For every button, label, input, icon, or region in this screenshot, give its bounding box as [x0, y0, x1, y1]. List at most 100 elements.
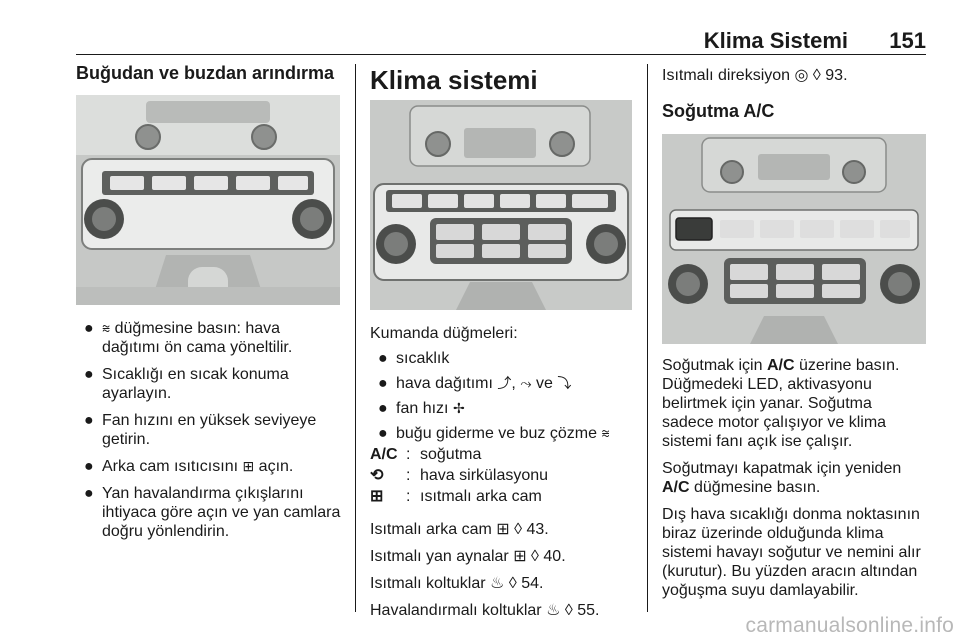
ac-key: A/C [662, 479, 690, 496]
paragraph: Soğutmayı kapatmak için yeniden A/C düğm… [662, 459, 926, 497]
list-item: ● ⩬ düğmesine basın: hava dağıtımı ön ca… [76, 319, 342, 357]
section-heading-cooling: Soğutma A/C [662, 101, 775, 121]
legend-value: hava sirkülasyonu [420, 467, 549, 484]
text: Soğutmayı kapatmak için yeniden [662, 460, 902, 477]
legend-separator: : [406, 467, 411, 484]
ref-text: Isıtmalı direksiyon [662, 67, 791, 84]
page-ref-arrow-icon: ◊ [508, 575, 517, 592]
list-item: ● Fan hızını en yüksek seviyeye getirin. [76, 411, 342, 449]
ref-text: Isıtmalı koltuklar [370, 575, 486, 592]
defrost-steps: ● ⩬ düğmesine basın: hava dağıtımı ön ca… [76, 319, 342, 541]
controls-label: Kumanda düğmeleri: [370, 325, 518, 342]
list-item: ● Sıcaklığı en sıcak konuma ayarlayın. [76, 365, 342, 403]
controls-legend: A/C : soğutma ⟲ : hava sirkülasyonu ⊞ : … [370, 445, 632, 506]
page-ref-arrow-icon: ◊ [531, 548, 539, 565]
legend-separator: : [406, 446, 411, 463]
cross-reference[interactable]: Isıtmalı arka cam ⊞ ◊ 43. [370, 520, 632, 539]
column-divider-1 [355, 64, 356, 612]
bullet-dot: ● [378, 350, 388, 367]
windshield-defrost-icon: ⩬ [102, 320, 111, 336]
bullet-dot: ● [84, 412, 94, 429]
rear-window-heat-icon: ⊞ [496, 521, 510, 538]
windshield-defrost-icon: ⩬ [601, 425, 610, 441]
legend-separator: : [406, 488, 411, 505]
mirror-heat-icon: ⊞ [513, 548, 527, 565]
bullet-dot: ● [378, 375, 388, 392]
paragraph: Dış hava sıcaklığı donma noktasının bira… [662, 506, 921, 599]
air-to-feet-icon: ⤵ [557, 375, 572, 391]
steering-heat-icon: ◎ [794, 67, 809, 84]
page-header: Klima Sistemi 151 [76, 26, 926, 56]
photo-ac-button [662, 134, 926, 344]
ref-text: Isıtmalı yan aynalar [370, 548, 509, 565]
bullet-text: Fan hızını en yüksek seviyeye getirin. [102, 412, 317, 448]
column-defrost: Buğudan ve buzdan arındırma [76, 64, 342, 541]
header-rule [76, 54, 926, 55]
bullet-separator: ve [535, 375, 553, 392]
ref-text: Havalandırmalı koltuklar [370, 602, 542, 619]
bullet-text: hava dağıtımı [396, 375, 493, 392]
photo-defrost-controls [76, 95, 340, 305]
column-climate-system: Klima sistemi [370, 64, 632, 620]
rear-window-heat-icon: ⊞ [370, 488, 384, 505]
legend-key-ac: A/C [370, 446, 398, 463]
list-item: ● sıcaklık [370, 349, 632, 368]
bullet-text: sıcaklık [396, 350, 450, 367]
page-number: 151 [889, 28, 926, 53]
bullet-text: buğu giderme ve buz çözme [396, 425, 597, 442]
bullet-dot: ● [84, 366, 94, 383]
bullet-dot: ● [84, 320, 94, 337]
air-to-face-icon: ⤳ [520, 375, 532, 391]
section-heading-defrost: Buğudan ve buzdan arındırma [76, 63, 335, 83]
ref-page: 54. [521, 575, 544, 592]
air-to-windshield-icon: ⤴ [497, 375, 512, 391]
bullet-dot: ● [84, 485, 94, 502]
list-item: ● buğu giderme ve buz çözme ⩬ [370, 424, 632, 443]
section-heading-climate: Klima sistemi [370, 65, 538, 95]
bullet-text: Arka cam ısıtıcısını [102, 458, 243, 475]
bullet-text: Yan havalandırma çıkışlarını ihtiyaca gö… [102, 485, 341, 540]
bullet-text: açın. [254, 458, 294, 475]
page-ref-arrow-icon: ◊ [812, 67, 821, 84]
rear-window-heat-icon: ⊞ [242, 458, 255, 474]
seat-ventilation-icon: ♨ [546, 602, 561, 619]
text: Soğutmak için [662, 357, 767, 374]
ref-page: 40. [543, 548, 566, 565]
bullet-dot: ● [378, 400, 388, 417]
fan-icon: ✢ [452, 400, 465, 416]
cross-references: Isıtmalı arka cam ⊞ ◊ 43. Isıtmalı yan a… [370, 520, 632, 620]
bullet-text: fan hızı [396, 400, 449, 417]
paragraph: Soğutmak için A/C üzerine basın. Düğmede… [662, 356, 926, 451]
controls-list: ● sıcaklık ● hava dağıtımı ⤴, ⤳ ve ⤵ ● f… [370, 349, 632, 443]
ref-text: Isıtmalı arka cam [370, 521, 492, 538]
text: düğmesine basın. [689, 479, 821, 496]
seat-heat-icon: ♨ [490, 575, 505, 592]
column-cooling: Isıtmalı direksiyon ◎ ◊ 93. Soğutma A/C [662, 64, 926, 600]
cross-reference[interactable]: Isıtmalı direksiyon ◎ ◊ 93. [662, 66, 926, 85]
list-item: ● Arka cam ısıtıcısını ⊞ açın. [76, 457, 342, 476]
photo-climate-controls [370, 100, 632, 310]
ac-key: A/C [766, 357, 795, 374]
bullet-text: düğmesine basın: hava dağıtımı ön cama y… [102, 320, 293, 356]
bullet-dot: ● [378, 425, 388, 442]
watermark: carmanualsonline.info [745, 614, 954, 637]
list-item: ● fan hızı ✢ [370, 399, 632, 418]
ref-page: 43. [526, 521, 549, 538]
legend-value: soğutma [420, 446, 482, 463]
list-item: ● hava dağıtımı ⤴, ⤳ ve ⤵ [370, 374, 632, 393]
page-ref-arrow-icon: ◊ [564, 602, 573, 619]
bullet-text: Sıcaklığı en sıcak konuma ayarlayın. [102, 366, 289, 402]
page-ref-arrow-icon: ◊ [514, 521, 523, 538]
recirculation-icon: ⟲ [370, 467, 384, 484]
cross-reference[interactable]: Isıtmalı yan aynalar ⊞ ◊ 40. [370, 547, 632, 566]
column-divider-2 [647, 64, 648, 612]
ref-page: 55. [577, 602, 600, 619]
cross-reference[interactable]: Isıtmalı koltuklar ♨ ◊ 54. [370, 574, 632, 593]
page-title: Klima Sistemi [703, 28, 848, 53]
text: üzerine basın. Düğmedeki LED, aktivasyon… [662, 357, 900, 450]
cross-reference[interactable]: Havalandırmalı koltuklar ♨ ◊ 55. [370, 601, 632, 620]
legend-value: ısıtmalı arka cam [420, 488, 542, 505]
ref-page: 93. [825, 67, 848, 84]
bullet-separator: , [511, 375, 516, 392]
list-item: ● Yan havalandırma çıkışlarını ihtiyaca … [76, 484, 342, 541]
